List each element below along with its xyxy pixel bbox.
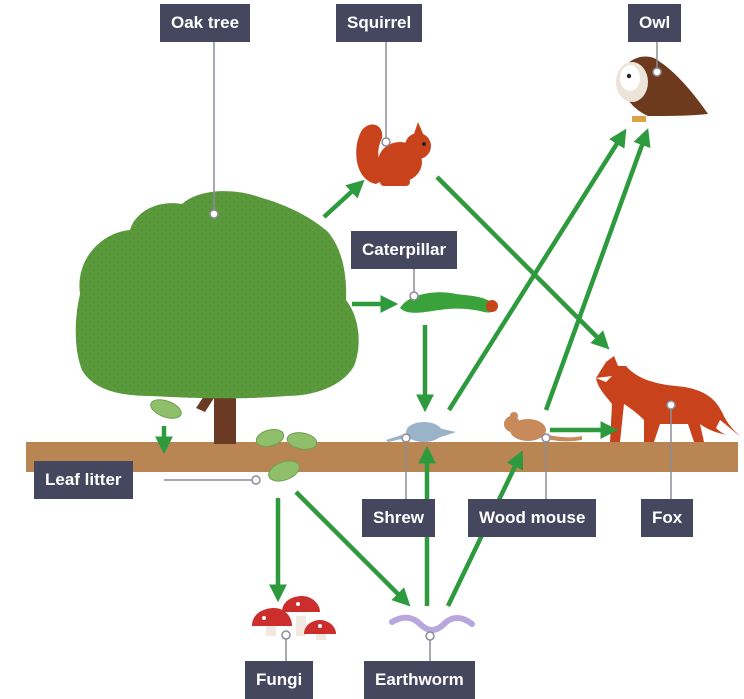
soil-strip [26,442,738,472]
label-squirrel: Squirrel [336,4,423,42]
caterpillar-icon [400,292,498,313]
fungi-icon [252,596,336,640]
label-shrew: Shrew [362,499,436,537]
label-leaf-litter: Leaf litter [34,461,133,499]
arrow-shrew-to-owl [447,128,627,412]
label-leader-lines [164,42,676,661]
arrow-leaf-litter-to-earthworm [294,490,411,607]
label-fungi: Fungi [245,661,314,699]
wood-mouse-icon [504,412,582,442]
label-oak-tree: Oak tree [160,4,251,42]
fox-icon [596,356,740,442]
label-caterpillar: Caterpillar [351,231,458,269]
squirrel-icon [356,122,431,186]
arrow-wood-mouse-to-owl [543,128,651,411]
arrow-oak-tree-to-squirrel [322,179,365,219]
oak-tree-icon [75,191,359,444]
label-earthworm: Earthworm [364,661,475,699]
label-owl: Owl [628,4,682,42]
owl-icon [616,56,708,122]
label-fox: Fox [641,499,694,537]
shrew-icon [386,422,456,442]
label-wood-mouse: Wood mouse [468,499,597,537]
arrow-squirrel-to-fox [435,175,610,350]
leaf-litter-icon [150,399,318,482]
earthworm-icon [389,614,475,633]
